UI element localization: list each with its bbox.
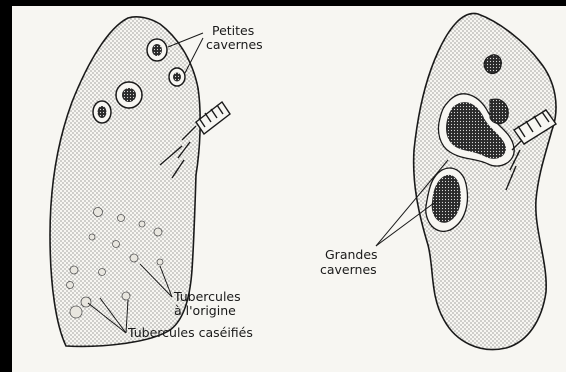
right-lung [376,13,556,349]
label-a-lorigine: à l'origine [174,304,236,318]
label-petites: Petites [212,24,254,38]
small-cavity [93,101,111,123]
label-tubercules-caseifies: Tubercules caséifiés [128,326,253,340]
small-cavity [169,68,185,86]
label-tubercules: Tubercules [174,290,241,304]
apex-cavity [484,55,501,74]
label-cavernes-large: cavernes [320,263,377,277]
small-cavity [147,39,167,61]
label-cavernes-small: cavernes [206,38,263,52]
small-cavity [116,82,142,108]
label-grandes: Grandes [325,248,378,262]
